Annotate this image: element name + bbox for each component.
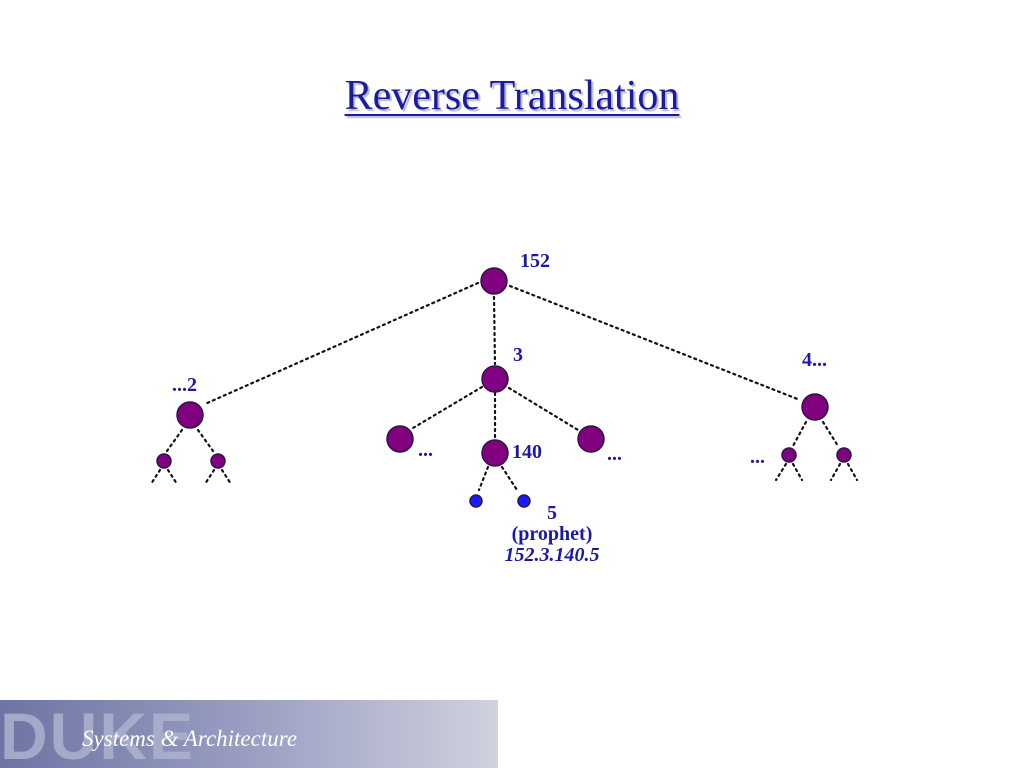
- node-140: [481, 439, 509, 467]
- label-140: 140: [512, 441, 542, 463]
- edge-right-c1-a: [774, 462, 788, 482]
- node-right-child1: [781, 447, 797, 463]
- edge-mid-right: [507, 386, 580, 432]
- tree-nodes: [156, 267, 852, 508]
- footer-banner: DUKE Systems & Architecture: [0, 700, 498, 768]
- label-mid-right-ellipsis: ...: [607, 443, 622, 465]
- duke-logo: DUKE: [0, 700, 196, 768]
- edge-140-leaf2: [500, 465, 519, 492]
- label-root: 152: [520, 250, 550, 272]
- edge-left-child1: [165, 428, 184, 453]
- node-mid-right: [577, 425, 605, 453]
- node-root: [480, 267, 508, 295]
- edge-root-right: [508, 284, 802, 402]
- label-right: 4...: [802, 349, 827, 371]
- edge-right-c2-a: [829, 462, 842, 482]
- node-right-child2: [836, 447, 852, 463]
- node-right: [801, 393, 829, 421]
- leaf-node-1: [469, 494, 483, 508]
- edge-left-c1-b: [166, 468, 179, 486]
- edge-right-child1: [791, 420, 808, 448]
- edge-140-leaf1: [477, 465, 490, 492]
- tree-edges: [149, 281, 859, 492]
- edge-mid-left: [411, 385, 484, 430]
- edge-right-c1-b: [791, 462, 804, 482]
- label-leaf-name: (prophet): [512, 523, 593, 545]
- label-mid: 3: [513, 344, 523, 366]
- edge-left-c2-b: [220, 468, 233, 486]
- edge-root-mid: [492, 295, 497, 366]
- leaf-node-2: [517, 494, 531, 508]
- edge-right-child2: [821, 420, 840, 448]
- edge-left-child2: [196, 428, 215, 453]
- edge-left-c2-a: [203, 468, 216, 486]
- edge-root-left: [203, 281, 480, 406]
- slide-title: Reverse Translation: [344, 73, 680, 119]
- node-mid-left: [386, 425, 414, 453]
- edge-left-c1-a: [149, 468, 162, 486]
- label-mid-left-ellipsis: ...: [418, 439, 433, 461]
- node-mid: [481, 365, 509, 393]
- node-left-child1: [156, 453, 172, 469]
- label-leaf-address: 152.3.140.5: [505, 544, 600, 566]
- node-left: [176, 401, 204, 429]
- label-left: ...2: [172, 374, 197, 396]
- tree-labels: 152 3 ...2 4... ... 140 ... ... 5 (proph…: [172, 250, 827, 566]
- edge-right-c2-b: [846, 462, 859, 482]
- label-leaf-number: 5: [547, 502, 557, 524]
- label-right-ellipsis: ...: [750, 446, 765, 468]
- node-left-child2: [210, 453, 226, 469]
- footer-text: Systems & Architecture: [82, 726, 298, 751]
